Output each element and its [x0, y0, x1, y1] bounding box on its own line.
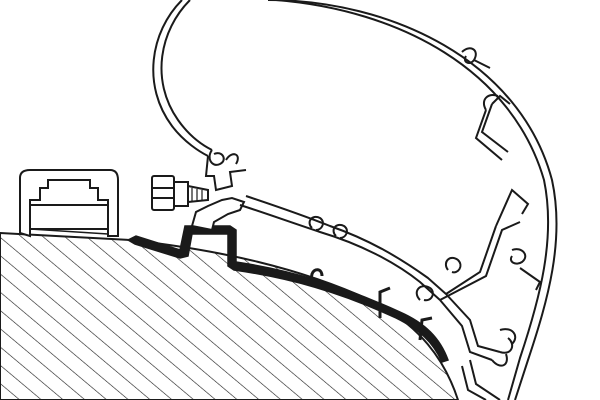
bolt [151, 175, 209, 211]
roof-rail [19, 169, 119, 238]
adapter-rail [126, 225, 449, 363]
adapter-ribs [308, 268, 433, 341]
awning-case [152, 0, 558, 400]
mounting-bracket [190, 196, 246, 232]
